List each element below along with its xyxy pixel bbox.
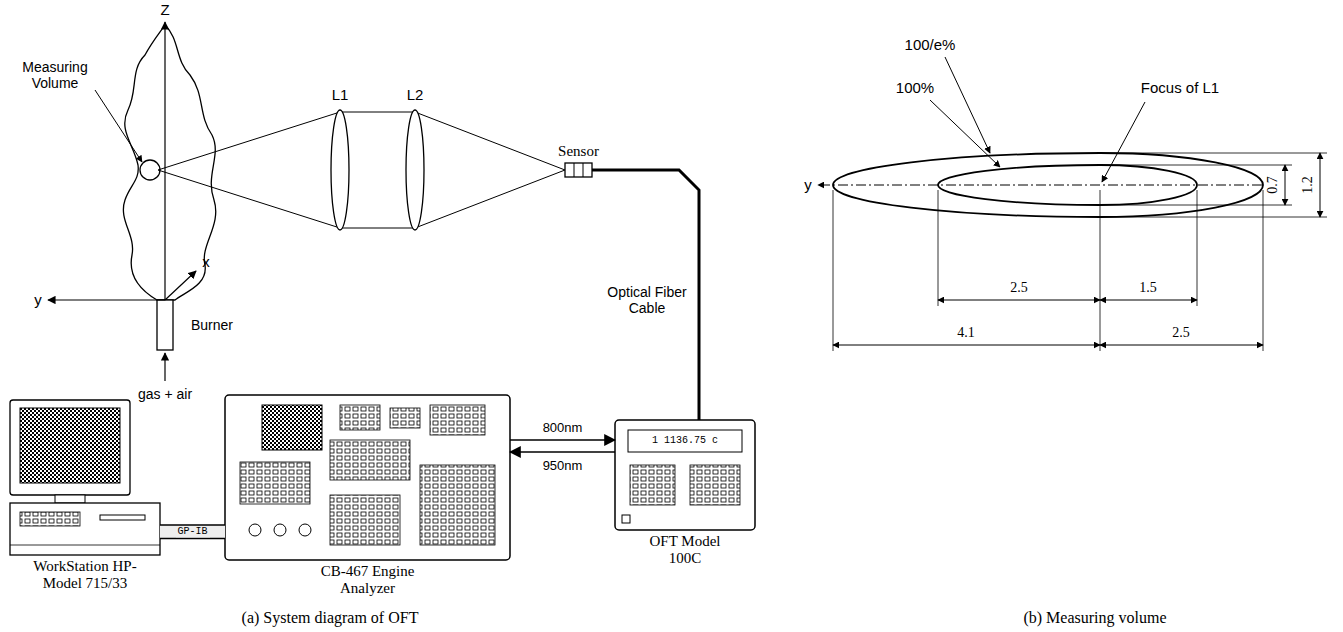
device-outline — [10, 400, 160, 555]
analyzer-knob — [299, 524, 311, 536]
drive-slot — [100, 515, 145, 520]
leader-line — [930, 100, 1000, 167]
device-label: CB-467 Engine Analyzer — [308, 563, 428, 597]
signal-line — [510, 451, 615, 453]
engine-analyzer: CB-467 Engine Analyzer — [225, 395, 510, 560]
analyzer-screen — [262, 405, 322, 450]
connector-label: Optical Fiber Cable — [599, 284, 695, 316]
z-axis — [164, 22, 165, 300]
analyzer-knob — [249, 524, 261, 536]
burner-tube — [157, 300, 173, 350]
oft-keys — [690, 465, 740, 505]
analyzer-knob — [274, 524, 286, 536]
leader-line — [95, 90, 142, 162]
monitor-screen — [20, 408, 120, 483]
sensor-body — [565, 163, 592, 177]
analyzer-case — [225, 395, 510, 560]
axis-label: Z — [160, 1, 169, 18]
dimension-value: 1.2 — [1300, 176, 1316, 194]
figure-caption: (b) Measuring volume — [1023, 609, 1166, 627]
dimension-value: 4.1 — [957, 325, 975, 341]
outer-volume — [833, 153, 1263, 217]
flow-label: gas + air — [138, 386, 192, 402]
device-outline — [225, 395, 510, 560]
device-outline — [565, 163, 592, 177]
dimension-value: 2.5 — [1172, 325, 1190, 341]
monitor-stand — [55, 495, 85, 503]
connector-label: GP-IB — [175, 526, 209, 538]
lens-label: L2 — [407, 86, 424, 103]
y-axis — [818, 185, 1262, 186]
connector-label: 950nm — [541, 459, 585, 474]
lens-l2 — [406, 110, 424, 230]
computer-case — [10, 503, 160, 555]
dimension-value: 1.5 — [1139, 280, 1157, 296]
workstation: WorkStation HP-Model 715/33 — [10, 400, 160, 555]
analyzer-keys — [240, 462, 310, 504]
oft-keys — [630, 465, 675, 505]
dimension-lines — [833, 153, 1320, 345]
case-keys — [20, 512, 80, 526]
sensor-detail — [583, 163, 584, 177]
dimension-value: 0.7 — [1265, 176, 1281, 194]
connector-label: 800nm — [541, 421, 585, 436]
inner-volume — [938, 165, 1197, 205]
signal-line — [510, 439, 615, 441]
cable-outline — [160, 524, 225, 539]
axis-label: y — [804, 176, 812, 193]
device-caption: WorkStation HP-Model 715/33 — [20, 558, 150, 592]
analyzer-keys — [340, 405, 380, 430]
lens-label: L1 — [332, 86, 349, 103]
x-axis — [165, 271, 196, 300]
callout-label: Focus of L1 — [1141, 79, 1219, 96]
axis-label: y — [34, 291, 42, 308]
device-caption: Sensor — [558, 143, 599, 160]
sensor-head: Sensor — [565, 163, 592, 177]
leader-line — [945, 57, 990, 153]
device-caption: CB-467 Engine Analyzer — [308, 563, 428, 597]
callout-label: 100/e% — [905, 36, 956, 53]
analyzer-keys — [430, 405, 485, 435]
oft-case — [615, 420, 755, 530]
analyzer-keys — [420, 465, 495, 545]
measuring-volume — [140, 160, 160, 180]
device-label: Sensor — [558, 143, 599, 160]
device-caption: OFT Model 100C — [640, 533, 730, 567]
device-label: WorkStation HP-Model 715/33 — [20, 558, 150, 592]
analyzer-keys — [330, 495, 400, 545]
analyzer-keys — [390, 408, 420, 428]
bus-cable — [160, 526, 225, 538]
device-label: OFT Model 100C — [640, 533, 730, 567]
light-cone — [158, 112, 565, 228]
sensor-detail — [574, 163, 575, 177]
callout-label: 100% — [896, 79, 934, 96]
extension-lines — [833, 153, 1327, 351]
figure-caption: (a) System diagram of OFT — [242, 609, 419, 627]
flame-outline — [123, 25, 215, 300]
display-readout: 1 1136.75 c — [652, 435, 718, 447]
leader-line — [1102, 102, 1145, 182]
y-axis — [48, 299, 165, 300]
callout-label: Measuring Volume — [15, 59, 95, 91]
signal-line — [592, 170, 699, 420]
analyzer-keys — [330, 440, 410, 480]
monitor — [10, 400, 130, 495]
oft-switch — [622, 515, 630, 523]
axis-label: x — [202, 253, 210, 270]
gas-arrow — [164, 353, 165, 381]
lens-l1 — [331, 110, 349, 230]
oft-display — [628, 430, 742, 452]
part-label: Burner — [191, 317, 233, 333]
case-strip — [10, 545, 160, 546]
dimension-value: 2.5 — [1010, 280, 1028, 296]
